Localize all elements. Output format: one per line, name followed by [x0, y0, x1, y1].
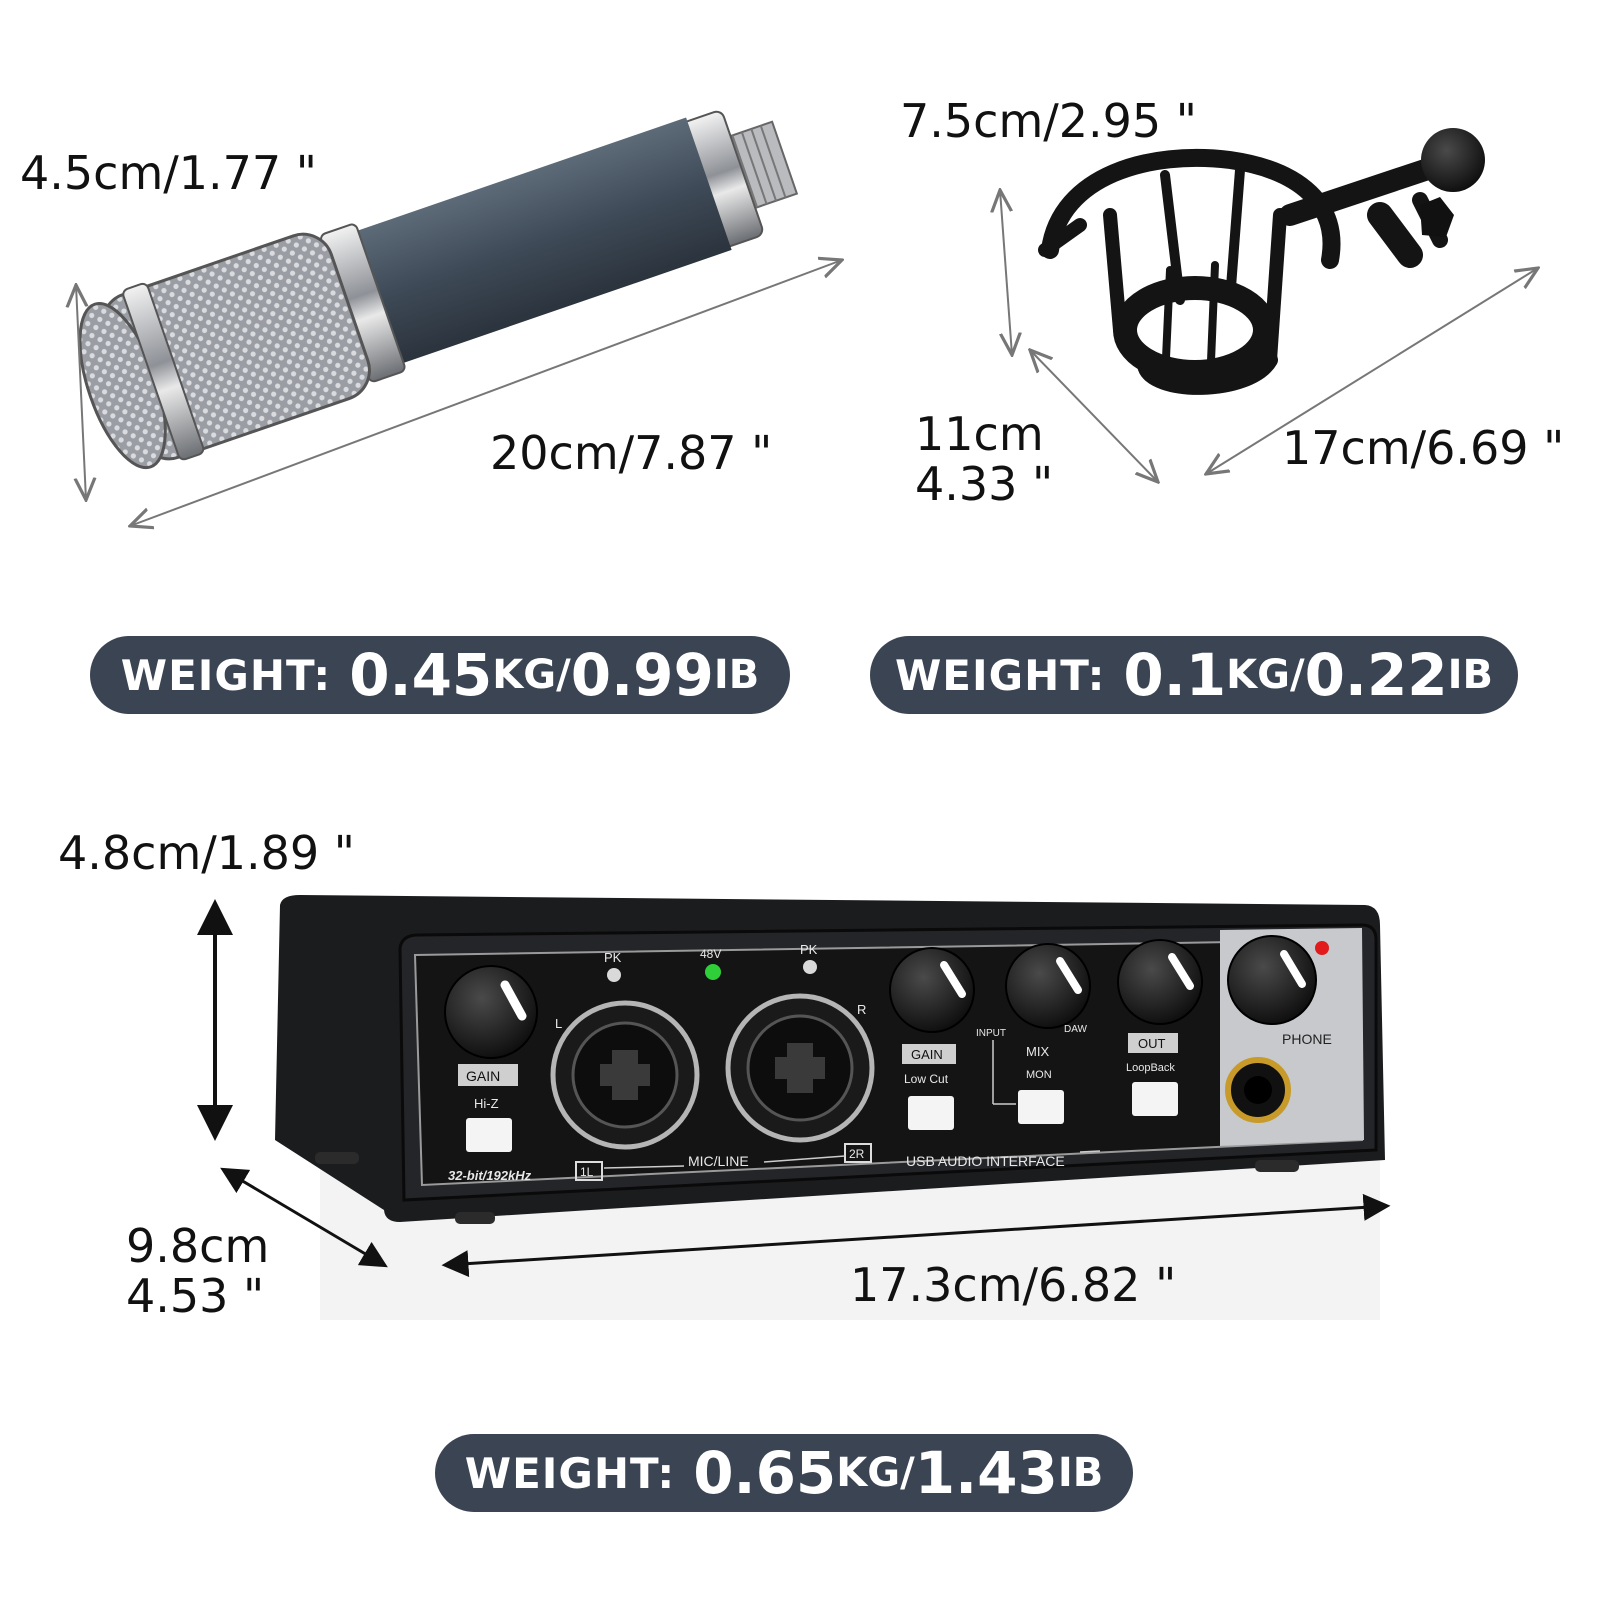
mix-label: MIX	[1026, 1044, 1049, 1059]
mount-ball-knob	[1421, 128, 1485, 192]
mount-weight-label: WEIGHT:	[894, 650, 1106, 700]
interface-weight-lb: 1.43	[914, 1439, 1058, 1507]
mic-weight-kg-unit: KG/	[492, 652, 571, 698]
usb-interface-label: USB AUDIO INTERFACE	[906, 1153, 1065, 1169]
input-label: INPUT	[976, 1028, 1006, 1039]
mic-weight-kg: 0.45	[349, 641, 493, 709]
interface-weight-kg-unit: KG/	[836, 1450, 915, 1496]
mount-length-label: 17cm/6.69 "	[1282, 421, 1565, 475]
mount-weight-kg-unit: KG/	[1226, 652, 1305, 698]
interface-weight-label: WEIGHT:	[464, 1448, 676, 1498]
gain-left-label: GAIN	[466, 1068, 500, 1084]
ch1-label: 1L	[580, 1165, 594, 1179]
phantom-power-label: 48V	[700, 947, 721, 961]
spec-label: 32-bit/192kHz	[448, 1168, 532, 1183]
hiz-label: Hi-Z	[474, 1096, 499, 1111]
mon-label: MON	[1026, 1069, 1052, 1081]
interface-depth-label: 9.8cm 4.53 "	[126, 1219, 270, 1323]
mount-star-knob	[1420, 197, 1454, 237]
loopback-label: LoopBack	[1126, 1062, 1175, 1074]
shock-mount-illustration	[1038, 148, 1451, 395]
interface-weight-lb-unit: IB	[1057, 1450, 1104, 1496]
mount-weight-badge: WEIGHT: 0.1 KG/ 0.22 IB	[870, 636, 1518, 714]
mic-diameter-label: 4.5cm/1.77 "	[20, 146, 317, 200]
daw-label: DAW	[1064, 1024, 1088, 1035]
right-channel-label: R	[857, 1002, 866, 1017]
mount-width-label: 7.5cm/2.95 "	[900, 94, 1197, 148]
out-label: OUT	[1138, 1036, 1166, 1051]
ch2-label: 2R	[849, 1147, 865, 1161]
interface-dimension-arrows	[197, 899, 1391, 1278]
mic-length-label: 20cm/7.87 "	[490, 426, 773, 480]
audio-interface-illustration: PK 48V PK GAIN L Hi-Z 32-bit/192kHz 1L M…	[275, 895, 1385, 1320]
interface-weight-kg: 0.65	[693, 1439, 837, 1507]
mic-weight-label: WEIGHT:	[120, 650, 332, 700]
low-cut-label: Low Cut	[904, 1072, 949, 1086]
shock-mount-dimension-arrows	[1000, 190, 1538, 482]
pk-left-label: PK	[604, 950, 622, 965]
pk-right-label: PK	[800, 942, 818, 957]
mount-height-cm: 11cm	[915, 407, 1044, 461]
interface-height-label: 4.8cm/1.89 "	[58, 826, 355, 880]
interface-width-label: 17.3cm/6.82 "	[850, 1258, 1177, 1312]
interface-depth-in: 4.53 "	[126, 1268, 265, 1323]
mic-weight-lb-unit: IB	[713, 652, 760, 698]
mic-weight-lb: 0.99	[570, 641, 714, 709]
gain-right-label: GAIN	[911, 1047, 943, 1062]
mount-weight-kg: 0.1	[1123, 641, 1227, 709]
mount-weight-lb-unit: IB	[1447, 652, 1494, 698]
interface-depth-cm: 9.8cm	[126, 1219, 270, 1273]
microphone-illustration	[61, 110, 842, 526]
mount-height-label: 11cm 4.33 "	[915, 407, 1054, 511]
mic-weight-badge: WEIGHT: 0.45 KG/ 0.99 IB	[90, 636, 790, 714]
left-channel-label: L	[555, 1016, 562, 1031]
mic-line-label: MIC/LINE	[688, 1153, 749, 1169]
mount-height-in: 4.33 "	[915, 456, 1054, 511]
phone-label: PHONE	[1282, 1031, 1332, 1047]
mount-weight-lb: 0.22	[1304, 641, 1448, 709]
interface-weight-badge: WEIGHT: 0.65 KG/ 1.43 IB	[435, 1434, 1133, 1512]
